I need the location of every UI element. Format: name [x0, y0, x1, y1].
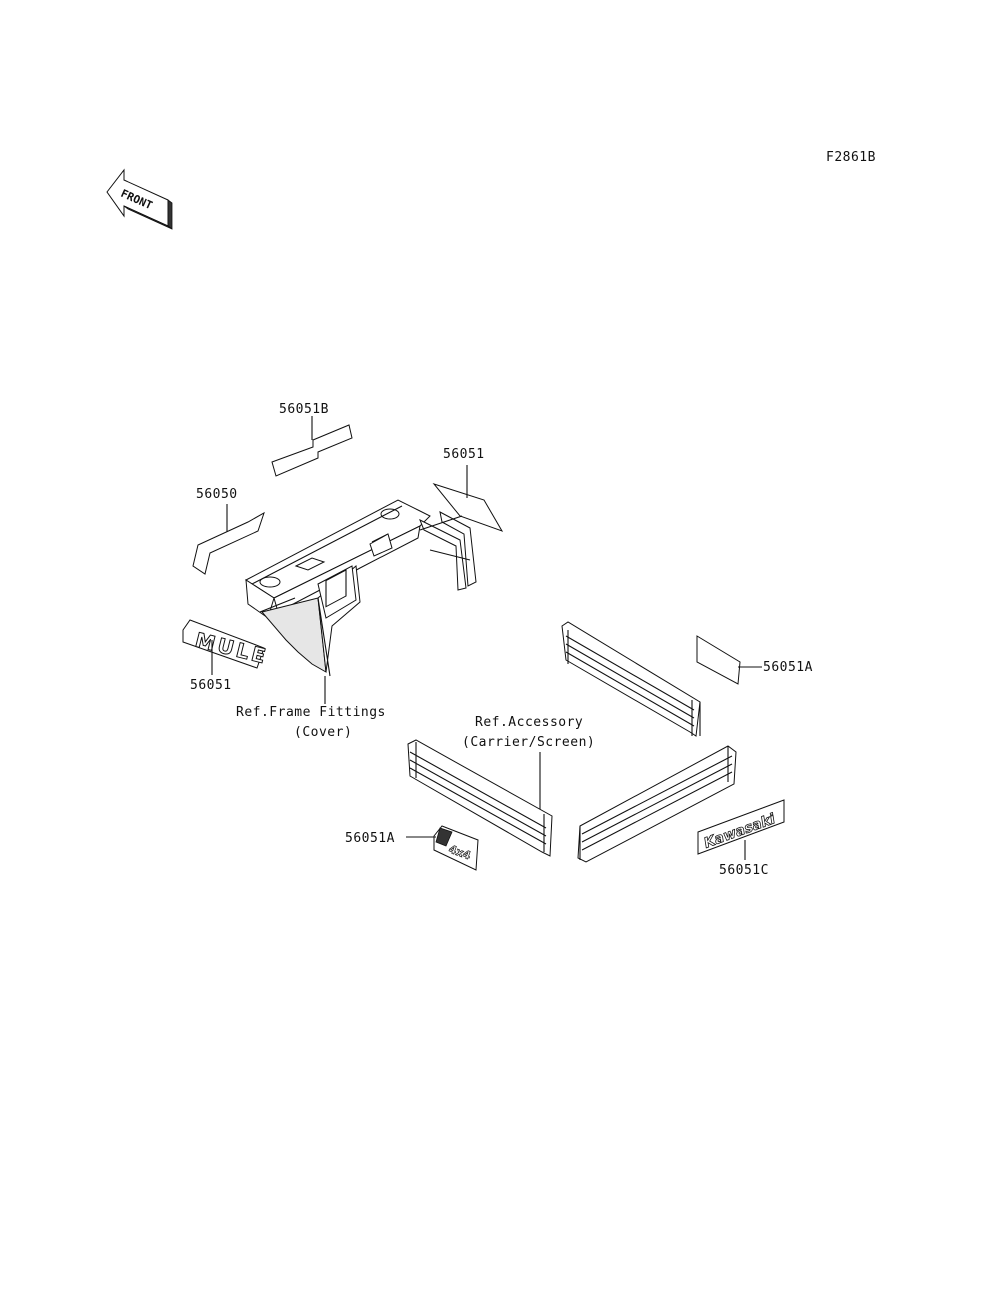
decal-56051A-bottom: 4x4 — [406, 825, 479, 871]
decal-56051-top — [432, 465, 504, 532]
decal-56050 — [192, 504, 265, 575]
leader-56051-top-frame — [419, 515, 463, 531]
leader-mule — [259, 597, 296, 613]
ref-accessory-sub-label: (Carrier/Screen) — [462, 735, 595, 750]
label-56050: 56050 — [196, 487, 238, 502]
rear-frame-cover — [245, 499, 477, 677]
label-56051B: 56051B — [279, 402, 329, 417]
ref-frame-sub-label: (Cover) — [294, 725, 352, 740]
carrier-screen-left — [407, 739, 553, 857]
decal-56051-mule: MULE — [182, 619, 271, 675]
label-56051-top: 56051 — [443, 447, 485, 462]
ref-frame-label: Ref.Frame Fittings — [236, 705, 386, 720]
mule-decal-text: MULE — [193, 628, 271, 669]
label-56051-left: 56051 — [190, 678, 232, 693]
label-56051C: 56051C — [719, 863, 769, 878]
carrier-screen-right — [577, 745, 737, 863]
decal-56051B — [271, 416, 353, 477]
ref-accessory-label: Ref.Accessory — [475, 715, 583, 730]
decal-56051A-right — [696, 635, 762, 685]
label-56051A-bottom: 56051A — [345, 831, 395, 846]
figure-code: F2861B — [826, 150, 876, 165]
label-56051A-right: 56051A — [763, 660, 813, 675]
decal-56051C-kawasaki: Kawasaki — [697, 799, 785, 860]
front-arrow-icon: FRONT — [106, 168, 173, 230]
carrier-screen-rear — [561, 621, 701, 737]
